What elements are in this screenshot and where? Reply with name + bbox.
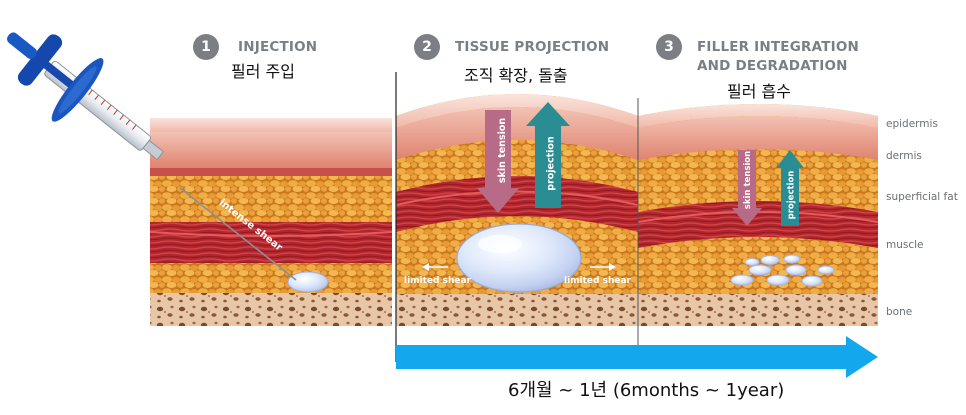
stage-3-title-line1: FILLER INTEGRATION (697, 39, 860, 55)
stage-3-badge: 3 (656, 34, 682, 60)
panel-integration (637, 104, 879, 326)
layer-label-muscle: muscle (886, 239, 924, 251)
skin-tension-label-3: skin tension (743, 150, 754, 210)
stage-1-badge: 1 (193, 34, 219, 60)
stage-1-title: INJECTION (238, 39, 318, 55)
stage-3-title-line2: AND DEGRADATION (697, 58, 848, 74)
timeline-arrow (396, 336, 878, 378)
layer-label-dermis: dermis (886, 150, 922, 162)
timeline-label: 6개월 ~ 1년 (6months ~ 1year) (508, 380, 785, 401)
stage-2-subtitle: 조직 확장, 돌출 (464, 66, 568, 85)
skin-tension-arrow-2 (477, 110, 519, 213)
skin-tension-arrow-3 (732, 150, 762, 226)
projection-arrow-3 (776, 150, 804, 226)
layer-label-superficial-fat: superficial fat (886, 191, 958, 203)
stage-2-badge: 2 (414, 34, 440, 60)
stage-3-subtitle: 필러 흡수 (727, 82, 791, 101)
skin-tension-label-2: skin tension (497, 117, 509, 184)
layer-label-bone: bone (886, 306, 913, 318)
filler-fragments (730, 254, 835, 287)
syringe (6, 32, 297, 281)
panel-injection (149, 118, 393, 326)
projection-arrow-2 (526, 102, 570, 208)
stage-2-title: TISSUE PROJECTION (455, 39, 610, 55)
layer-label-epidermis: epidermis (886, 118, 938, 130)
limited-shear-left-label: limited shear (404, 276, 471, 286)
projection-label-3: projection (786, 170, 797, 220)
panel-projection (395, 94, 639, 326)
stage-1-subtitle: 필러 주입 (231, 62, 295, 81)
limited-shear-right-label: limited shear (564, 276, 631, 286)
projection-label-2: projection (545, 136, 557, 191)
